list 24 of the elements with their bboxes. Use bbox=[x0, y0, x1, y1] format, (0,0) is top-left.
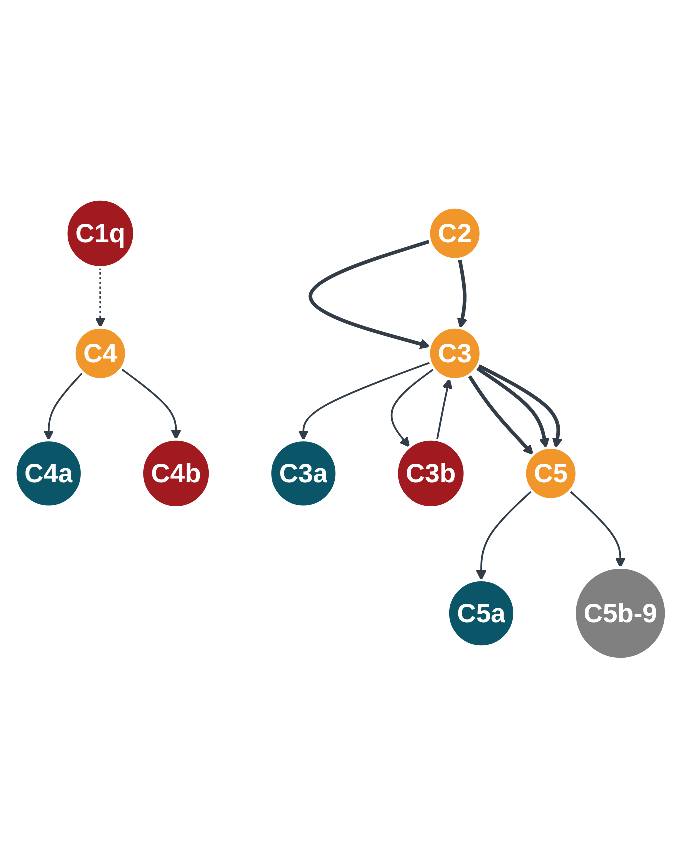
node-circle: C5a bbox=[447, 578, 516, 648]
node-circle: C3 bbox=[428, 326, 482, 380]
arrow bbox=[476, 490, 533, 580]
arrow bbox=[570, 490, 626, 568]
arrow bbox=[120, 368, 182, 440]
node-circle: C3b bbox=[396, 438, 466, 508]
arrow bbox=[468, 374, 534, 455]
arrow bbox=[436, 378, 453, 440]
node-circle: C3a bbox=[269, 438, 338, 508]
node-circle: C4a bbox=[14, 438, 84, 508]
arrow bbox=[477, 364, 563, 448]
node-circle: C4b bbox=[141, 438, 212, 508]
node-circle: C4 bbox=[73, 326, 128, 380]
arrow bbox=[457, 258, 468, 328]
arrow bbox=[308, 239, 431, 349]
node-circle: C2 bbox=[428, 206, 482, 260]
arrow bbox=[95, 267, 106, 328]
node-circle: C1q bbox=[65, 198, 136, 268]
arrow bbox=[476, 366, 550, 448]
node-circle: C5b-9 bbox=[574, 566, 668, 660]
node-circle: C5 bbox=[524, 446, 578, 500]
arrow bbox=[298, 361, 432, 440]
arrow bbox=[44, 372, 84, 440]
arrow bbox=[390, 368, 435, 448]
